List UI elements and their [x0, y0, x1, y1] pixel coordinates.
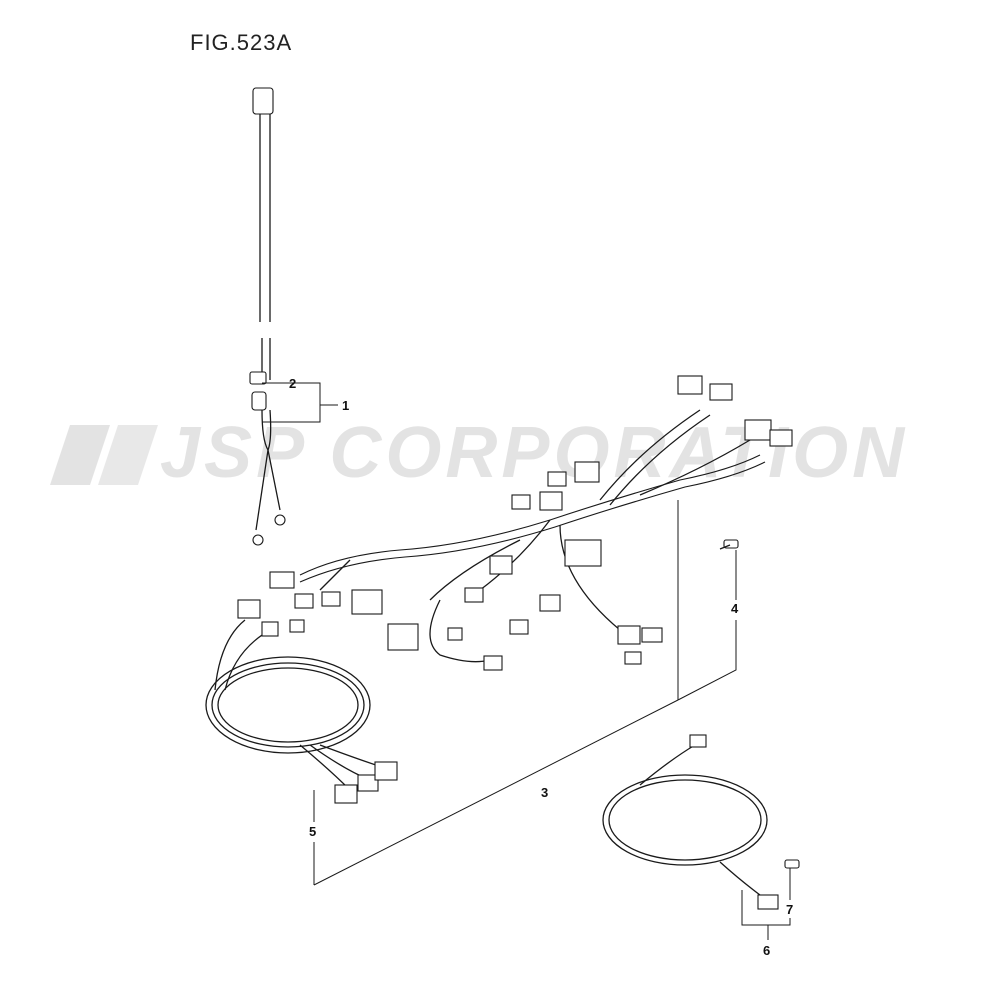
cable-end-connector — [252, 87, 274, 115]
harness-connector — [574, 461, 600, 483]
harness-connector — [237, 599, 261, 619]
harness-connector — [261, 621, 279, 637]
ring-terminal-b — [274, 514, 286, 526]
ring-terminal-a — [252, 534, 264, 546]
screw-part-7 — [784, 859, 800, 869]
harness-connector — [617, 625, 641, 645]
harness-connector — [641, 627, 663, 643]
ecu-connector — [564, 539, 602, 567]
callout-2: 2 — [289, 376, 296, 391]
screw-part-4 — [719, 539, 739, 550]
harness-connector — [387, 623, 419, 651]
harness-connector — [547, 471, 567, 487]
harness-connector — [539, 594, 561, 612]
harness-connector — [357, 774, 379, 792]
battery-cable-assembly — [249, 87, 286, 546]
harness-connector — [294, 593, 314, 609]
harness-connector — [757, 894, 779, 910]
harness-connector — [624, 651, 642, 665]
harness-connector — [677, 375, 703, 395]
harness-connector — [447, 627, 463, 641]
watermark-text: JSP CORPORATION — [160, 413, 908, 493]
harness-connector — [709, 383, 733, 401]
callout-7: 7 — [786, 902, 793, 917]
callout-5: 5 — [309, 824, 316, 839]
harness-connector — [689, 734, 707, 748]
coiled-harness — [205, 599, 398, 804]
harness-connector — [321, 591, 341, 607]
leader-lines — [262, 382, 791, 940]
harness-connector — [489, 555, 513, 575]
harness-connector — [374, 761, 398, 781]
callout-6: 6 — [763, 943, 770, 958]
watermark-mark-icon — [50, 425, 158, 485]
harness-connector — [289, 619, 305, 633]
harness-connector — [769, 429, 793, 447]
fuse — [251, 391, 267, 411]
callout-labels: 2 1 3 4 5 6 7 — [289, 376, 793, 958]
harness-connector — [509, 619, 529, 635]
harness-connector — [269, 571, 295, 589]
harness-connector — [511, 494, 531, 510]
harness-connector — [483, 655, 503, 671]
harness-connector — [464, 587, 484, 603]
main-harness — [269, 375, 793, 671]
callout-4: 4 — [731, 601, 739, 616]
figure-title: FIG.523A — [190, 30, 293, 55]
harness-connector — [744, 419, 772, 441]
harness-connector — [351, 589, 383, 615]
callout-1: 1 — [342, 398, 349, 413]
watermark-logo: JSP CORPORATION — [50, 413, 908, 493]
fuse-holder — [249, 371, 267, 385]
harness-connector — [539, 491, 563, 511]
callout-3: 3 — [541, 785, 548, 800]
small-harness — [602, 734, 800, 910]
harness-connector — [334, 784, 358, 804]
